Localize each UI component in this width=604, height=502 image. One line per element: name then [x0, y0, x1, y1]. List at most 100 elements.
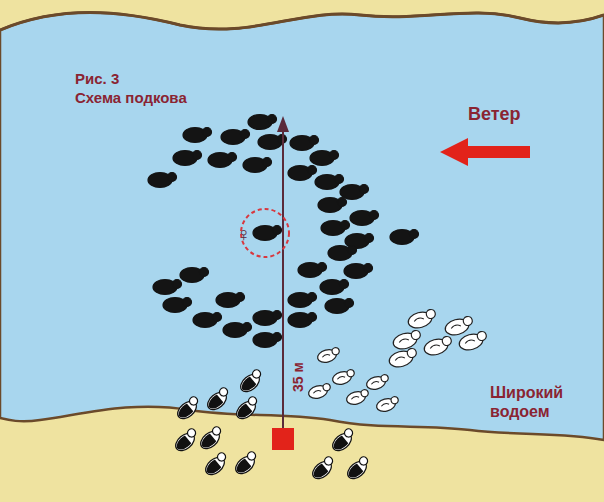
female-symbol: ♀: [236, 222, 251, 246]
black-decoy: [325, 299, 354, 314]
shore-decoy: [237, 368, 265, 395]
decoy-head: [365, 234, 374, 243]
decoy-dark-half: [346, 463, 364, 480]
decoy-wing: [337, 376, 345, 380]
decoy-head: [346, 369, 355, 378]
white-decoy: [316, 347, 341, 364]
distance-line: [282, 128, 284, 430]
black-decoy: [350, 211, 379, 226]
decoy-dark-half: [206, 394, 224, 411]
decoy-dark-half: [234, 458, 252, 475]
black-decoy: [183, 128, 212, 143]
black-decoy: [315, 175, 344, 190]
black-decoy: [310, 151, 339, 166]
decoy-head: [241, 130, 250, 139]
decoy-head: [211, 425, 222, 436]
decoy-head: [425, 308, 436, 319]
black-decoy: [320, 280, 349, 295]
decoy-head: [338, 198, 347, 207]
decoy-head: [358, 455, 369, 466]
black-decoy: [221, 130, 250, 145]
decoy-head: [308, 313, 317, 322]
decoy-head: [343, 427, 354, 438]
black-decoy: [390, 230, 419, 245]
decoy-wing: [381, 403, 389, 407]
black-decoy: [253, 226, 282, 241]
white-decoy: [365, 374, 390, 391]
decoy-head: [263, 158, 272, 167]
decoy-head: [188, 395, 199, 406]
black-decoy: [148, 173, 177, 188]
black-decoy: [288, 166, 317, 181]
decoy-wing: [430, 344, 440, 349]
decoy-wing: [395, 356, 405, 361]
shore-decoy: [202, 451, 230, 478]
decoy-head: [193, 151, 202, 160]
black-decoy: [163, 298, 192, 313]
decoy-head: [348, 246, 357, 255]
wind-arrow: [440, 138, 530, 166]
decoy-head: [273, 333, 282, 342]
wind-label: Ветер: [468, 104, 521, 126]
black-decoy: [344, 264, 373, 279]
scheme-title: Схема подкова: [75, 89, 187, 107]
shore-decoy: [309, 455, 337, 482]
decoy-head: [268, 115, 277, 124]
white-decoy: [457, 330, 488, 352]
black-decoy: [208, 153, 237, 168]
decoy-head: [370, 211, 379, 220]
decoy-head: [360, 389, 369, 398]
decoy-head: [203, 128, 212, 137]
black-decoy: [216, 293, 245, 308]
decoy-dark-half: [235, 403, 253, 420]
decoy-head: [251, 368, 262, 379]
decoy-head: [345, 299, 354, 308]
decoy-wing: [399, 338, 409, 343]
black-decoy: [290, 136, 319, 151]
decoy-wing: [451, 324, 461, 329]
black-decoy: [173, 151, 202, 166]
shore-decoy: [233, 395, 261, 422]
white-decoy: [331, 369, 356, 386]
black-decoy: [180, 268, 209, 283]
shore-decoy: [174, 395, 202, 422]
decoy-wing: [414, 317, 424, 322]
distance-label: 35 м: [290, 362, 307, 392]
decoy-head: [380, 374, 389, 383]
black-decoy: [243, 158, 272, 173]
decoy-wing: [465, 339, 475, 344]
shore-decoy: [204, 386, 232, 413]
decoy-wing: [371, 381, 379, 385]
white-decoy: [406, 308, 437, 330]
black-decoy: [253, 311, 282, 326]
decoy-head: [243, 323, 252, 332]
white-decoy: [345, 389, 370, 406]
decoy-head: [410, 329, 421, 340]
shore-decoy: [232, 450, 260, 477]
decoy-head: [476, 330, 487, 341]
white-decoy: [422, 335, 453, 357]
white-decoy: [375, 396, 400, 413]
decoy-head: [168, 173, 177, 182]
decoy-head: [406, 347, 417, 358]
decoy-head: [410, 230, 419, 239]
figure-number: Рис. 3: [75, 70, 119, 88]
decoy-head: [340, 280, 349, 289]
decoy-head: [330, 151, 339, 160]
black-decoy: [340, 185, 369, 200]
distance-arrowhead: [277, 116, 289, 132]
decoy-head: [441, 335, 452, 346]
black-decoy: [223, 323, 252, 338]
decoy-head: [273, 226, 282, 235]
decoy-head: [323, 455, 334, 466]
decoy-wing: [322, 354, 330, 358]
decoy-head: [173, 280, 182, 289]
decoy-dark-half: [199, 433, 217, 450]
decoy-head: [318, 263, 327, 272]
black-decoy: [298, 263, 327, 278]
decoy-head: [308, 166, 317, 175]
shore-decoy: [172, 427, 200, 454]
white-decoy: [387, 347, 418, 369]
decoy-head: [308, 293, 317, 302]
black-decoy: [288, 313, 317, 328]
